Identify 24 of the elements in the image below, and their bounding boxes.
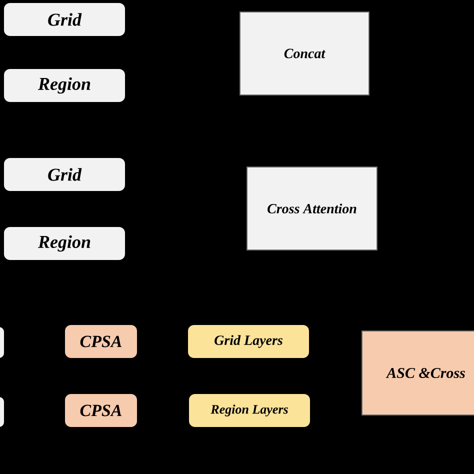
node-label: Grid Layers <box>214 335 282 348</box>
rounded-box <box>4 158 125 191</box>
node-label: Grid <box>48 168 82 181</box>
rounded-box <box>4 227 125 260</box>
empty-box <box>0 327 4 358</box>
node-label: Concat <box>284 48 326 58</box>
rounded-box <box>4 3 125 36</box>
process-box <box>362 330 474 416</box>
rounded-box <box>65 394 137 427</box>
node-label: Grid <box>48 13 82 26</box>
process-box <box>246 166 378 250</box>
node-label: ASC &Cross <box>386 368 465 378</box>
rounded-box <box>4 69 125 102</box>
rounded-box <box>188 325 309 358</box>
rounded-box <box>189 394 310 427</box>
node-label: CPSA <box>80 404 122 416</box>
node-label: Region <box>38 235 90 252</box>
rounded-box <box>65 325 137 358</box>
node-label: Region Layers <box>210 404 288 416</box>
process-box <box>240 12 370 96</box>
empty-box <box>0 397 4 427</box>
node-label: CPSA <box>80 336 122 348</box>
node-label: Region <box>38 77 90 94</box>
node-label: Cross Attention <box>268 204 356 214</box>
